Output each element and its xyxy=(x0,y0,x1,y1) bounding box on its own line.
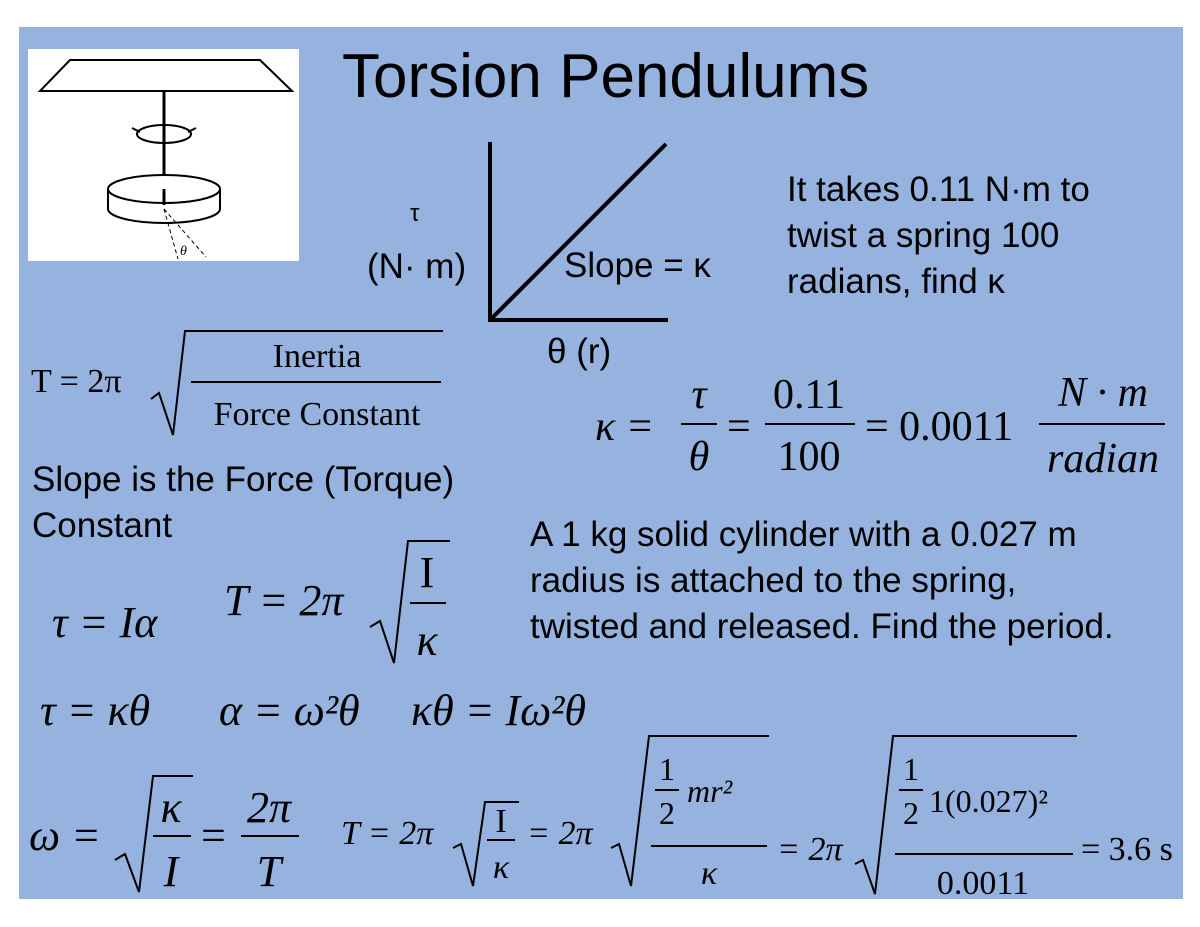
graph-slope-label: Slope = κ xyxy=(564,246,711,285)
slope-line xyxy=(488,142,668,322)
problem2-line: twisted and released. Find the period. xyxy=(530,607,1114,646)
eq-lhs: T = 2π xyxy=(224,576,345,625)
pendulum-drawing: θ xyxy=(37,59,295,260)
eq-lhs: T = 2π xyxy=(341,815,434,852)
graph-x-label: θ (r) xyxy=(547,332,612,371)
sqrt-sign xyxy=(114,775,193,893)
frac-num-rest: 1(0.027)² xyxy=(929,783,1048,819)
equation-period-kappa: T = 2π I κ xyxy=(224,540,450,665)
theta-angle-label: θ xyxy=(180,244,187,259)
frac-num: I xyxy=(495,803,506,840)
frac-den: 100 xyxy=(778,434,841,480)
problem2-line: A 1 kg solid cylinder with a 0.027 m xyxy=(530,515,1077,554)
eq-numerator: I xyxy=(420,548,435,597)
problem1-line: twist a spring 100 xyxy=(787,216,1060,255)
equation-alpha-relation: α = ω²θ xyxy=(219,686,360,735)
frac-num: 0.11 xyxy=(773,372,845,418)
frac-num: τ xyxy=(691,372,708,418)
frac-den: I xyxy=(163,847,181,896)
eq-numerator: Inertia xyxy=(273,338,362,375)
eq-sign: = xyxy=(201,811,226,860)
graph-y-label-bottom: (N· m) xyxy=(367,247,467,286)
sqrt-sign xyxy=(610,735,769,887)
sqrt-sign xyxy=(150,330,443,436)
frac-den: κ xyxy=(701,855,718,892)
eq-result: = 0.0011 xyxy=(865,404,1013,450)
frac-den: 0.0011 xyxy=(937,865,1029,897)
equation-combined: κθ = Iω²θ xyxy=(411,686,586,735)
frac-den: κ xyxy=(493,849,510,886)
unit-den: radian xyxy=(1047,436,1159,482)
eq-sign: = xyxy=(727,404,751,450)
eq-result: = 3.6 s xyxy=(1081,831,1173,868)
problem2-line: radius is attached to the spring, xyxy=(530,561,1017,600)
frac-num-rest: mr² xyxy=(687,773,734,809)
sqrt-sign xyxy=(452,801,519,887)
equation-kappa-solution: κ = τ θ = 0.11 100 = 0.0011 N · m radian xyxy=(595,370,1165,482)
eq-lhs: κ = xyxy=(595,404,654,450)
frac-den: T xyxy=(257,847,285,896)
equation-torque-inertia: τ = Iα xyxy=(52,598,158,647)
slope-note-line: Constant xyxy=(32,506,173,545)
eq-denominator: Force Constant xyxy=(214,396,421,433)
half-den: 2 xyxy=(659,795,675,831)
unit-num: N · m xyxy=(1057,370,1148,416)
eq-sign: = 2π xyxy=(777,831,843,868)
torque-angle-graph xyxy=(488,142,668,322)
equation-torque-kappa: τ = κθ xyxy=(40,686,151,735)
problem1-text: It takes 0.11 N·m to twist a spring 100 … xyxy=(787,167,1090,305)
half-den: 2 xyxy=(903,795,919,831)
frac-den: θ xyxy=(689,434,710,480)
problem1-line: It takes 0.11 N·m to xyxy=(787,170,1090,209)
eq-denominator: κ xyxy=(416,616,438,665)
problem2-text: A 1 kg solid cylinder with a 0.027 m rad… xyxy=(530,512,1114,650)
half-num: 1 xyxy=(659,751,675,787)
eq-lhs: ω = xyxy=(29,811,101,860)
page-title: Torsion Pendulums xyxy=(342,42,870,111)
slope-note: Slope is the Force (Torque) Constant xyxy=(32,457,454,549)
half-num: 1 xyxy=(903,751,919,787)
eq-lhs: T = 2π xyxy=(31,363,122,400)
sqrt-sign xyxy=(854,735,1077,895)
frac-num: 2π xyxy=(247,783,293,832)
torsion-pendulum-illustration: θ xyxy=(28,49,299,261)
equation-period-calculation: T = 2π I κ = 2π 1 2 mr² κ = 2π 1 2 1(0.0… xyxy=(341,735,1173,897)
graph-y-label-top: τ xyxy=(410,200,420,227)
equation-omega: ω = κ I = 2π T xyxy=(29,775,299,896)
problem1-line: radians, find κ xyxy=(787,262,1005,301)
sqrt-sign xyxy=(369,540,450,664)
eq-sign: = 2π xyxy=(527,815,593,852)
equation-period-general: T = 2π Inertia Force Constant xyxy=(31,330,443,436)
frac-num: κ xyxy=(160,783,182,832)
slope-note-line: Slope is the Force (Torque) xyxy=(32,460,455,499)
slide: θ Torsion Pendulums τ (N· m) Slope = κ θ… xyxy=(19,27,1183,899)
